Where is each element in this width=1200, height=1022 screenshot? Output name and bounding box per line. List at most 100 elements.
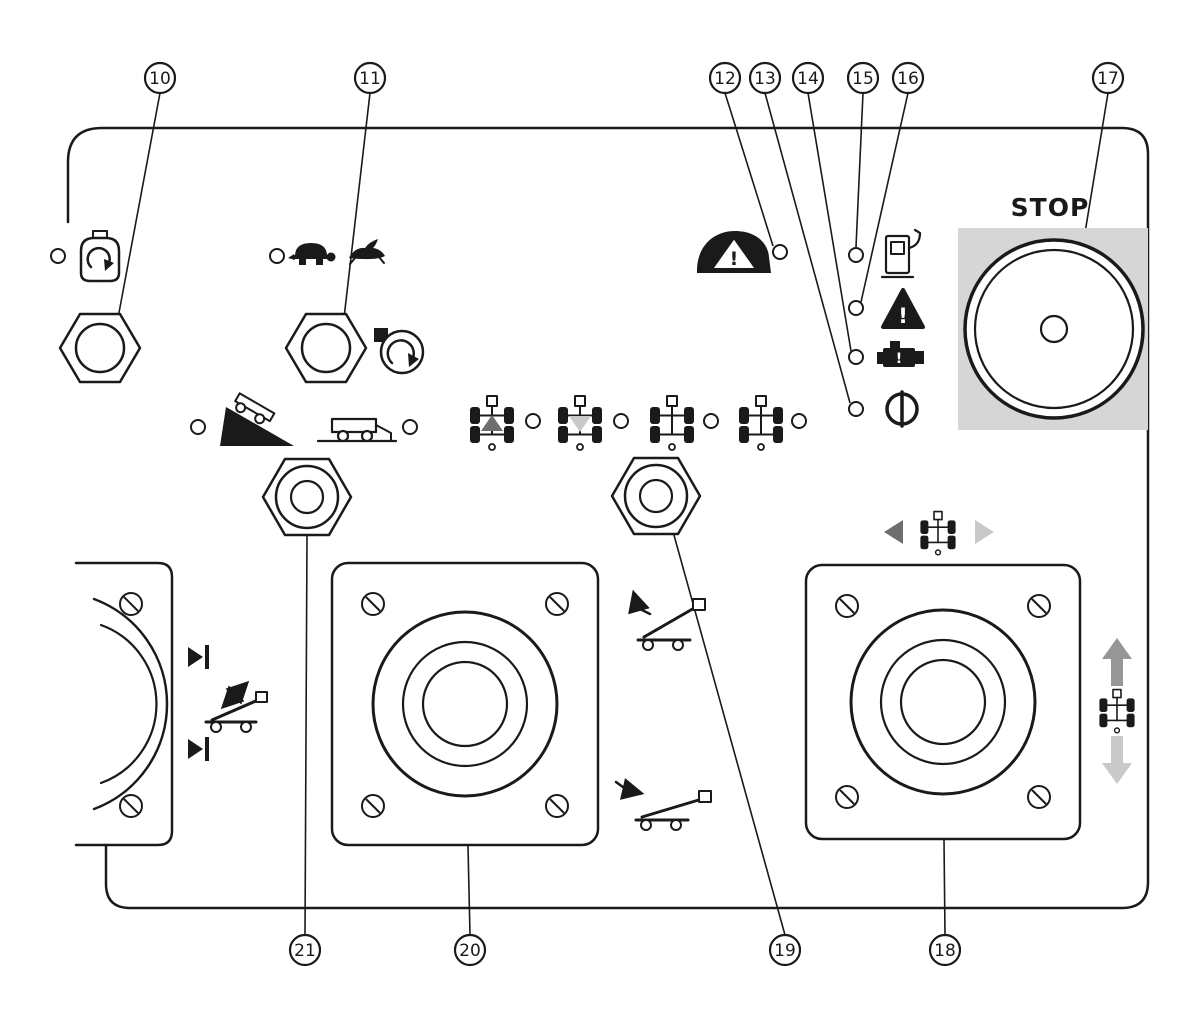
axle-oscillation-row (469, 395, 807, 451)
leader-18 (943, 839, 946, 936)
screw-icon (835, 785, 859, 809)
svg-text:21: 21 (294, 941, 316, 961)
indicator-column: ! ! (848, 228, 925, 428)
callout-14: 14 (791, 61, 825, 95)
svg-text:19: 19 (774, 941, 796, 961)
joystick-left-plate (74, 561, 174, 847)
level-ground-icon (316, 417, 398, 443)
axle-light-2 (613, 413, 629, 429)
joystick-left-bezel (92, 597, 169, 811)
key-switch-icon (79, 230, 121, 283)
svg-text:15: 15 (852, 69, 874, 89)
leader-14 (807, 92, 852, 352)
callout-17: 17 (1091, 61, 1125, 95)
screw-icon (545, 592, 569, 616)
screw-icon (1027, 785, 1051, 809)
steer-icons (884, 510, 994, 556)
leader-21 (304, 535, 308, 936)
axle-up-icon (469, 395, 515, 451)
leader-15 (855, 92, 864, 248)
axle-neutral-icon-2 (738, 395, 784, 451)
joystick-18-plate (804, 563, 1082, 841)
warning-triangle-icon: ! (881, 288, 925, 329)
preheat-light (848, 401, 864, 417)
svg-text:18: 18 (934, 941, 956, 961)
screw-icon (119, 592, 143, 616)
engine-speed-icon (374, 328, 425, 375)
slope-icon (220, 392, 294, 446)
steer-right-arrow (975, 520, 994, 544)
leader-17 (1082, 92, 1109, 246)
leader-12 (724, 92, 774, 247)
slope-light (190, 419, 206, 435)
tilt-alarm-group: ! (696, 231, 788, 273)
alarm-exclamation: ! (898, 304, 908, 328)
switch-21[interactable] (261, 457, 353, 537)
joystick-left[interactable] (74, 561, 174, 847)
tilt-warning-triangle (711, 237, 757, 270)
panel-outline (66, 126, 1150, 910)
screw-icon (361, 794, 385, 818)
drive-icons (1098, 638, 1136, 784)
boom-telescope-icon (204, 680, 268, 733)
stop-label: STOP (1011, 193, 1090, 222)
selector-switch-10[interactable] (58, 312, 142, 384)
stop-inner-ring (973, 248, 1135, 410)
callout-21: 21 (288, 933, 322, 967)
screw-icon (361, 592, 385, 616)
axle-down-icon (557, 395, 603, 451)
telescope-out-icon (188, 737, 209, 761)
chassis-level-group (190, 392, 418, 446)
joystick-20[interactable] (330, 561, 600, 847)
svg-text:17: 17 (1097, 69, 1119, 89)
rabbit-icon (349, 239, 385, 265)
leader-11 (343, 92, 371, 319)
callout-13: 13 (748, 61, 782, 95)
fuel-light (848, 247, 864, 263)
switch-19[interactable] (610, 456, 702, 536)
axle-light-1 (525, 413, 541, 429)
steer-left-arrow (884, 520, 903, 544)
axle-light-4 (791, 413, 807, 429)
svg-text:16: 16 (897, 69, 919, 89)
engine-light (848, 349, 864, 365)
preheat-icon (885, 390, 919, 428)
callout-20: 20 (453, 933, 487, 967)
svg-text:11: 11 (359, 69, 381, 89)
leader-10 (117, 92, 161, 319)
leader-20 (467, 845, 471, 936)
svg-text:13: 13 (754, 69, 776, 89)
speed-select-group (269, 239, 425, 384)
screw-icon (835, 594, 859, 618)
telescope-in-icon (188, 645, 209, 669)
callouts-bottom: 21 20 19 18 (288, 933, 962, 967)
engine-exclamation: ! (896, 351, 902, 367)
tilt-alarm-light (772, 244, 788, 260)
joystick-18[interactable] (804, 563, 1082, 841)
leader-13 (764, 92, 851, 404)
turtle-icon (288, 243, 336, 265)
speed-switch-11[interactable] (284, 312, 368, 384)
boom-lower-icon (614, 777, 712, 831)
speed-light (269, 248, 285, 264)
alarm-light (848, 300, 864, 316)
tilt-exclamation: ! (730, 248, 739, 270)
callouts-top: 10 11 12 13 14 15 16 17 (143, 61, 1125, 95)
svg-text:20: 20 (459, 941, 481, 961)
level-light (402, 419, 418, 435)
callout-10: 10 (143, 61, 177, 95)
stop-center (1039, 314, 1069, 344)
axle-neutral-icon-1 (649, 395, 695, 451)
leader-16 (860, 92, 909, 303)
emergency-stop-button[interactable]: STOP (958, 193, 1148, 430)
joystick-18-knob (899, 658, 987, 746)
axle-light-3 (703, 413, 719, 429)
fuel-pump-icon (880, 228, 922, 279)
drive-reverse-arrow (1102, 736, 1132, 784)
callout-15: 15 (846, 61, 880, 95)
leader-19 (671, 527, 786, 936)
screw-icon (119, 794, 143, 818)
engine-fault-icon: ! (877, 341, 924, 367)
